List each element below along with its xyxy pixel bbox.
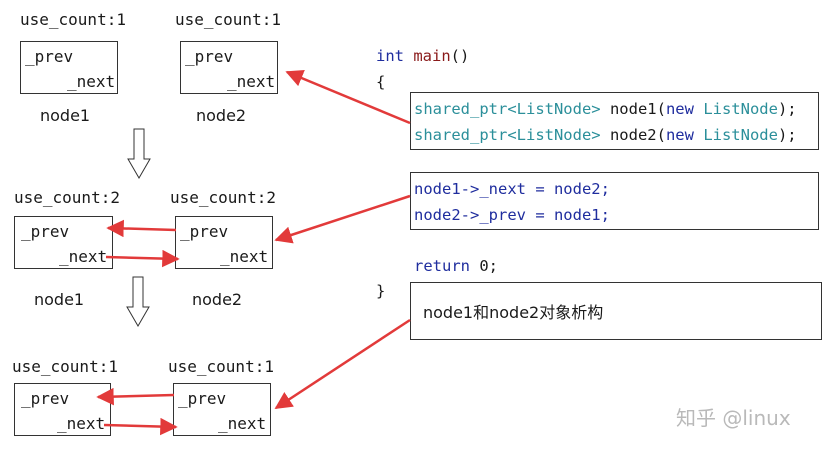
node1-use-count-stage3: use_count:1 — [12, 357, 118, 376]
node2-next-field: _next — [220, 247, 269, 266]
node1-next-field: _next — [57, 414, 106, 433]
node2-prev-field: _prev — [185, 47, 234, 66]
node1-prev-field: _prev — [25, 47, 74, 66]
node2-label-stage2: node2 — [192, 290, 243, 309]
node1-box-stage1: _prev _next — [20, 41, 118, 94]
node2-box-stage3: _prev _next — [173, 383, 271, 436]
int-keyword: int — [376, 47, 404, 65]
node1-box-stage3: _prev _next — [14, 383, 111, 436]
node2-box-stage1: _prev _next — [180, 41, 278, 94]
node1-prev-field: _prev — [21, 222, 70, 241]
node1-box-stage2: _prev _next — [14, 216, 113, 269]
code-line-node2-decl: shared_ptr<ListNode> node2(new ListNode)… — [414, 126, 797, 144]
node1-use-count-stage1: use_count:1 — [20, 10, 126, 29]
code-line-node1-decl: shared_ptr<ListNode> node1(new ListNode)… — [414, 100, 797, 118]
link-node1-next-to-node2 — [105, 249, 180, 268]
node2-prev-field: _prev — [180, 222, 229, 241]
node1-use-count-stage2: use_count:2 — [14, 188, 120, 207]
node2-prev-field: _prev — [178, 389, 227, 408]
return-statement: return 0; — [414, 257, 498, 275]
link-node2-prev-to-node1 — [106, 219, 177, 238]
node1-next-field: _next — [67, 72, 116, 91]
code-line-assign-prev: node2->_prev = node1; — [414, 206, 610, 224]
main-signature: int main() — [376, 46, 469, 66]
main-parens: () — [450, 47, 470, 65]
main-function-name: main — [413, 47, 451, 65]
node2-use-count-stage1: use_count:1 — [175, 10, 281, 29]
link-node1-next-to-node2 — [103, 417, 178, 436]
pointer-arrow-declaration — [285, 69, 411, 125]
open-brace: { — [376, 73, 386, 91]
destruct-note-text: node1和node2对象析构 — [423, 303, 604, 322]
node1-label-stage1: node1 — [40, 106, 91, 125]
link-node2-prev-to-node1 — [96, 387, 175, 406]
node2-label-stage1: node2 — [196, 106, 247, 125]
pointer-arrow-destruct — [274, 318, 411, 410]
node2-next-field: _next — [218, 414, 267, 433]
pointer-arrow-assignment — [274, 194, 411, 244]
node2-use-count-stage3: use_count:1 — [168, 357, 274, 376]
node1-label-stage2: node1 — [34, 290, 85, 309]
close-brace: } — [376, 282, 386, 300]
code-box-declarations: shared_ptr<ListNode> node1(new ListNode)… — [410, 92, 819, 150]
code-box-assignments: node1->_next = node2; node2->_prev = nod… — [410, 172, 819, 230]
node2-use-count-stage2: use_count:2 — [170, 188, 276, 207]
node1-prev-field: _prev — [21, 389, 70, 408]
node2-next-field: _next — [227, 72, 276, 91]
node1-next-field: _next — [59, 247, 108, 266]
down-arrow-icon — [126, 276, 150, 327]
destruct-note-box: node1和node2对象析构 — [410, 282, 822, 340]
watermark: 知乎 @linux — [676, 406, 791, 430]
code-line-assign-next: node1->_next = node2; — [414, 180, 610, 198]
down-arrow-icon — [127, 128, 151, 179]
node2-box-stage2: _prev _next — [175, 216, 273, 269]
